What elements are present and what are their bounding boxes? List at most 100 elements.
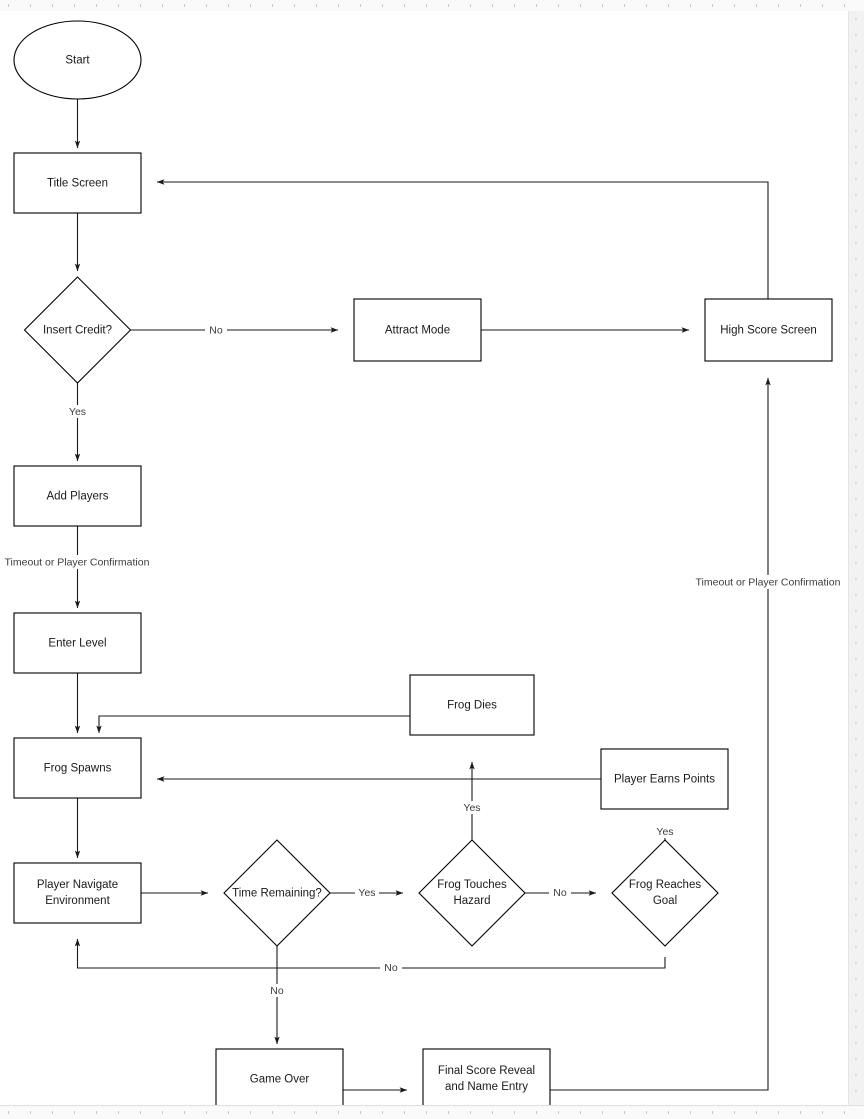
node-frog-touches-hazard[interactable]: Frog Touches Hazard [418,839,526,947]
ruler-tick [624,4,625,7]
ruler-tick [756,4,757,7]
ruler-tick [30,4,31,7]
edge-label-yes-goal: Yes [656,826,673,838]
node-attract-mode[interactable]: Attract Mode [353,298,482,362]
ruler-tick [536,4,537,7]
ruler-tick [118,1111,119,1114]
ruler-tick [800,4,801,7]
node-add-players-label: Add Players [46,491,108,503]
ruler-tick [74,1111,75,1114]
ruler-tick [8,4,9,7]
ruler-tick [800,1111,801,1114]
ruler-tick [844,4,845,7]
node-player-earns-points-label: Player Earns Points [614,774,715,786]
edge-finalscore-highscore [550,377,771,1091]
node-frog-touches-hazard-label-line2: Hazard [453,895,490,907]
node-frog-reaches-goal[interactable]: Frog Reaches Goal [611,839,719,947]
node-frog-reaches-goal-label-line1: Frog Reaches [629,879,701,891]
ruler-tick [668,1111,669,1114]
ruler-tick [778,4,779,7]
ruler-tick [184,1111,185,1114]
edges-layer: Attract Mode --> No Add Players --> Yes … [0,88,848,1093]
ruler-tick [756,1111,757,1114]
node-frog-dies[interactable]: Frog Dies [409,674,535,736]
ruler-tick [162,4,163,7]
ruler-tick [360,1111,361,1114]
node-player-navigate-label-line2: Environment [45,895,110,907]
ruler-tick [272,1111,273,1114]
ruler-tick [602,4,603,7]
edge-label-yes-insert: Yes [69,406,86,418]
ruler-tick [206,4,207,7]
edge-highscore-title [156,179,769,299]
ruler-tick [492,1111,493,1114]
ruler-tick [382,1111,383,1114]
ruler-tick [580,4,581,7]
ruler-tick [30,1111,31,1114]
ruler-tick [206,1111,207,1114]
node-enter-level-label: Enter Level [48,638,106,650]
node-player-earns-points[interactable]: Player Earns Points [600,748,729,810]
node-add-players[interactable]: Add Players [13,465,142,527]
ruler-tick [96,4,97,7]
node-time-remaining-label: Time Remaining? [232,888,322,900]
node-frog-dies-label: Frog Dies [447,700,497,712]
ruler-tick [734,1111,735,1114]
flowchart-svg: Attract Mode --> No Add Players --> Yes … [0,20,848,1105]
ruler-tick [74,4,75,7]
ruler-tick [250,4,251,7]
nodes-layer: Start Title Screen Insert Credit? Attrac… [13,20,833,1105]
node-attract-mode-label: Attract Mode [385,325,450,337]
edge-label-no-time: No [270,985,284,997]
ruler-tick [646,1111,647,1114]
node-title-screen-label: Title Screen [47,178,108,190]
edge-label-timeout-right: Timeout or Player Confirmation [696,576,841,588]
node-insert-credit-label: Insert Credit? [43,325,112,337]
ruler-tick [250,1111,251,1114]
ruler-tick [52,1111,53,1114]
grid-background [848,11,864,1105]
node-final-score-label-line2: and Name Entry [445,1081,528,1093]
ruler-bottom [0,1105,864,1119]
node-start[interactable]: Start [13,20,142,100]
edge-label-yes-time: Yes [358,887,375,899]
ruler-tick [184,4,185,7]
ruler-tick [382,4,383,7]
ruler-tick [140,4,141,7]
ruler-tick [272,4,273,7]
node-high-score-screen[interactable]: High Score Screen [704,298,833,362]
node-game-over[interactable]: Game Over [215,1048,344,1105]
diagram-canvas[interactable]: Attract Mode --> No Add Players --> Yes … [0,11,849,1105]
ruler-tick [602,1111,603,1114]
node-insert-credit[interactable]: Insert Credit? [23,276,132,384]
ruler-tick [8,1111,9,1114]
node-high-score-screen-label: High Score Screen [720,325,817,337]
node-title-screen[interactable]: Title Screen [13,152,142,214]
node-frog-touches-hazard-label-line1: Frog Touches [437,879,507,891]
node-time-remaining[interactable]: Time Remaining? [223,839,331,947]
ruler-tick [558,1111,559,1114]
ruler-tick [426,1111,427,1114]
node-frog-reaches-goal-label-line2: Goal [653,895,677,907]
ruler-tick [778,1111,779,1114]
node-final-score-reveal[interactable]: Final Score Reveal and Name Entry [422,1048,551,1105]
ruler-tick [448,1111,449,1114]
node-frog-spawns[interactable]: Frog Spawns [13,737,142,799]
ruler-tick [822,1111,823,1114]
node-player-navigate-environment[interactable]: Player Navigate Environment [13,862,142,924]
ruler-tick [624,1111,625,1114]
ruler-tick [338,1111,339,1114]
ruler-tick [844,1111,845,1114]
ruler-tick [536,1111,537,1114]
node-enter-level[interactable]: Enter Level [13,612,142,674]
ruler-tick [514,4,515,7]
node-game-over-label: Game Over [250,1074,310,1086]
edge-label-yes-hazard: Yes [463,802,480,814]
ruler-tick [294,1111,295,1114]
ruler-tick [140,1111,141,1114]
ruler-tick [822,4,823,7]
ruler-tick [712,1111,713,1114]
edge-reachesgoal-navigate [74,938,666,969]
ruler-tick [316,1111,317,1114]
edge-label-timeout-left: Timeout or Player Confirmation [5,556,150,568]
